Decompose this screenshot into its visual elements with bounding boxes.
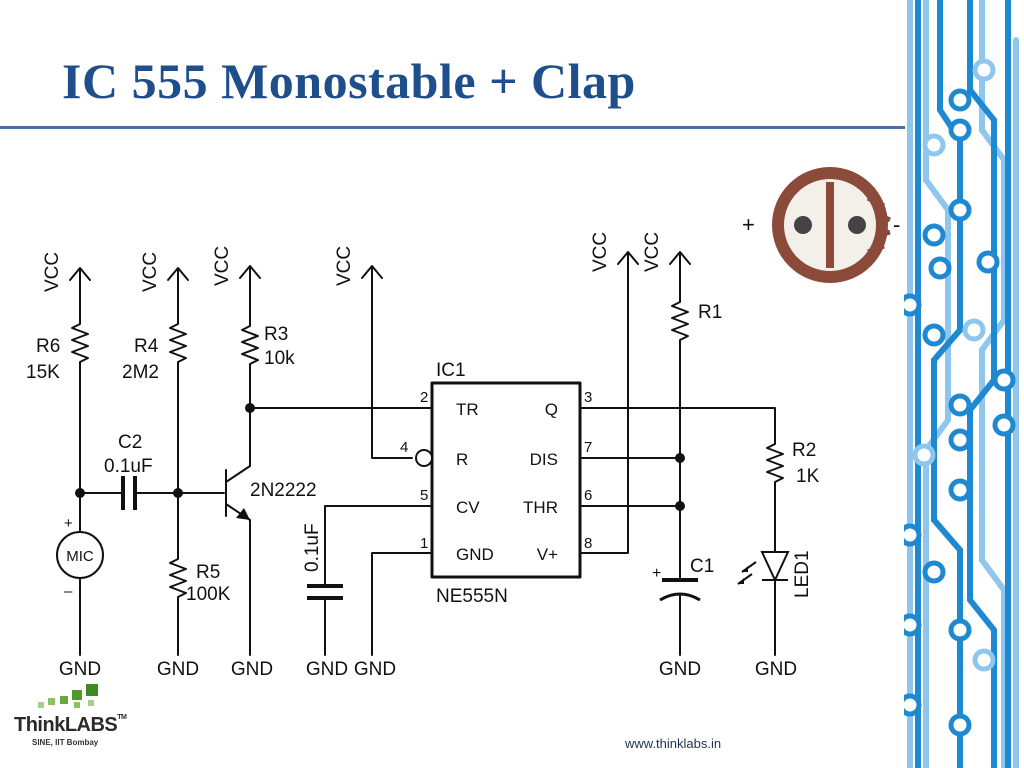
vcc-arrow bbox=[239, 265, 261, 323]
pin-label: DIS bbox=[530, 450, 558, 469]
r6-value: 15K bbox=[26, 362, 60, 383]
vcc-label: VCC bbox=[590, 232, 611, 272]
r3-name: R3 bbox=[264, 324, 288, 345]
gnd-label: GND bbox=[157, 659, 199, 680]
vcc-label: VCC bbox=[212, 246, 233, 286]
led-symbol bbox=[737, 551, 790, 585]
junction-dot bbox=[245, 403, 255, 413]
cv-capacitor bbox=[307, 584, 343, 600]
pin-label: CV bbox=[456, 498, 480, 517]
c2-value: 0.1uF bbox=[104, 456, 153, 477]
pin-num: 8 bbox=[584, 535, 592, 552]
vcc-arrow bbox=[361, 265, 413, 459]
c1-curved-plate bbox=[659, 592, 701, 602]
gnd-label: GND bbox=[659, 659, 701, 680]
mic-minus: – bbox=[64, 583, 73, 600]
pin-num: 7 bbox=[584, 439, 592, 456]
gnd-label: GND bbox=[306, 659, 348, 680]
pin-num: 5 bbox=[420, 487, 428, 504]
logo-name: ThinkLABS bbox=[14, 714, 118, 736]
r2-name: R2 bbox=[792, 440, 816, 461]
gnd-label: GND bbox=[59, 659, 101, 680]
pin-label: V+ bbox=[537, 545, 558, 564]
gnd-label: GND bbox=[755, 659, 797, 680]
r5-name: R5 bbox=[196, 562, 220, 583]
emitter-arrow bbox=[236, 508, 250, 520]
pin-num: 3 bbox=[584, 389, 592, 406]
pin-num: 6 bbox=[584, 487, 592, 504]
title-rule bbox=[0, 126, 905, 129]
footer-url[interactable]: www.thinklabs.in bbox=[625, 736, 722, 751]
pot-illustration bbox=[772, 167, 891, 283]
pin-num: 4 bbox=[400, 439, 408, 456]
gnd-label: GND bbox=[354, 659, 396, 680]
ic-555-body bbox=[430, 381, 582, 579]
pin-label: THR bbox=[523, 498, 558, 517]
mic-symbol bbox=[56, 531, 104, 579]
reset-bubble bbox=[415, 449, 433, 467]
mic-plus: + bbox=[64, 515, 73, 532]
junction-dot bbox=[173, 488, 183, 498]
vcc-arrow bbox=[579, 251, 639, 554]
junction-dot bbox=[675, 501, 685, 511]
r5-value: 100K bbox=[186, 584, 231, 605]
mic-label: MIC bbox=[66, 548, 94, 565]
pin-label: Q bbox=[545, 400, 558, 419]
led-name: LED1 bbox=[792, 550, 813, 598]
vcc-label: VCC bbox=[642, 232, 663, 272]
cv-cap-value: 0.1uF bbox=[302, 523, 323, 572]
pot-minus: - bbox=[893, 212, 900, 237]
circuit-trace-decoration bbox=[904, 0, 1019, 768]
transistor-name: 2N2222 bbox=[250, 480, 317, 501]
r6-name: R6 bbox=[36, 336, 60, 357]
r4-name: R4 bbox=[134, 336, 159, 357]
c1-name: C1 bbox=[690, 556, 714, 577]
c1-plus: + bbox=[652, 565, 661, 582]
pin-label: GND bbox=[456, 545, 494, 564]
transistor-2n2222 bbox=[225, 465, 251, 649]
pot-plus: + bbox=[742, 212, 755, 237]
vcc-arrow bbox=[167, 267, 189, 321]
junction-dot bbox=[675, 453, 685, 463]
pin-label: R bbox=[456, 450, 468, 469]
logo-subtitle: SINE, IIT Bombay bbox=[32, 738, 99, 747]
schematic-diagram: VCC VCC VCC VCC VCC VCC R6 15K R4 2M2 R3… bbox=[26, 167, 900, 680]
r4-resistor bbox=[169, 319, 187, 373]
pin-num: 2 bbox=[420, 389, 428, 406]
gnd-label: GND bbox=[231, 659, 273, 680]
r3-value: 10k bbox=[264, 348, 295, 369]
slide-title: IC 555 Monostable + Clap bbox=[62, 53, 636, 109]
c2-capacitor bbox=[121, 476, 137, 510]
r1-name: R1 bbox=[698, 302, 722, 323]
c2-name: C2 bbox=[118, 432, 142, 453]
vcc-label: VCC bbox=[140, 252, 161, 292]
pin-label: TR bbox=[456, 400, 479, 419]
r5-resistor bbox=[169, 554, 187, 604]
vcc-label: VCC bbox=[42, 252, 63, 292]
r1-resistor bbox=[671, 297, 689, 347]
thinklabs-logo: ThinkLABSTM SINE, IIT Bombay bbox=[14, 682, 127, 752]
r2-resistor bbox=[766, 439, 784, 493]
pin-num: 1 bbox=[420, 535, 428, 552]
r6-resistor bbox=[71, 319, 89, 373]
r4-value: 2M2 bbox=[122, 362, 159, 383]
ic-name: IC1 bbox=[436, 360, 466, 381]
logo-tm: TM bbox=[117, 714, 127, 721]
vcc-label: VCC bbox=[334, 246, 355, 286]
r3-resistor bbox=[241, 321, 259, 375]
vcc-arrow bbox=[669, 251, 691, 299]
r2-value: 1K bbox=[796, 466, 820, 487]
junction-dot bbox=[75, 488, 85, 498]
vcc-arrow bbox=[69, 267, 91, 321]
logo-squares-icon bbox=[38, 684, 98, 708]
ic-part: NE555N bbox=[436, 586, 508, 607]
